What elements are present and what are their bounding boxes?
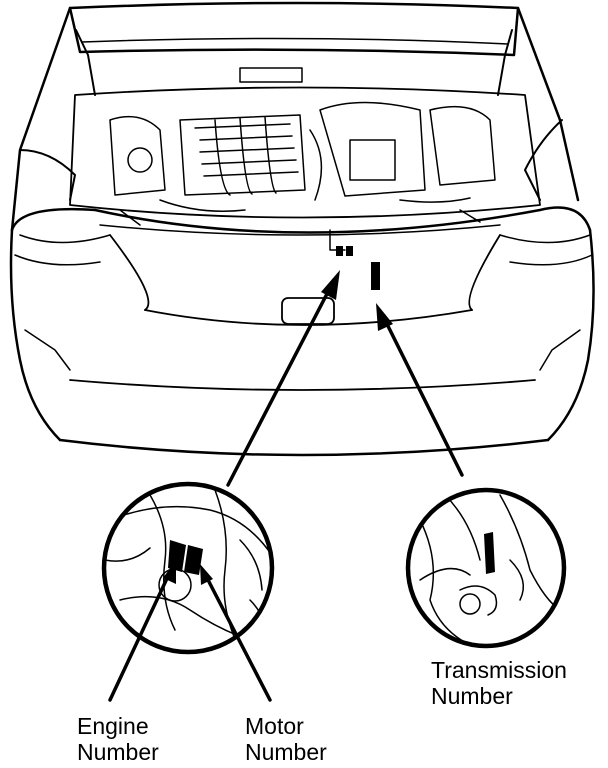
motor-number-marker xyxy=(346,246,353,256)
right-headlight xyxy=(499,234,593,266)
engine-label-line-2: Number xyxy=(77,739,159,765)
left-fog-light xyxy=(24,329,71,371)
hood-inner-edge xyxy=(81,37,509,45)
engine-bay-outline xyxy=(69,86,541,219)
bumper-right-side xyxy=(546,228,595,442)
left-fender-top xyxy=(19,149,76,201)
transmission-number-marker xyxy=(371,262,380,290)
right-inset-border xyxy=(405,487,567,649)
transmission-label-line-1: Transmission xyxy=(431,657,567,683)
grille-upper-right xyxy=(468,234,501,311)
engine-number-plate xyxy=(168,540,186,572)
left-inset-border xyxy=(101,481,275,655)
bumper-mid-line xyxy=(69,379,536,391)
motor-label-arrowhead xyxy=(200,564,213,585)
transmission-inset-arrowhead xyxy=(376,303,393,331)
engine-label-line-1: Engine xyxy=(77,713,149,739)
hood-latch-plate xyxy=(239,67,303,83)
engine-motor-detail-inset xyxy=(101,481,275,655)
grille-band xyxy=(144,309,473,326)
transmission-label-line-2: Number xyxy=(431,683,513,709)
transmission-inset-arrow-line xyxy=(383,318,464,477)
motor-label-line-2: Number xyxy=(245,739,327,765)
number-markers xyxy=(336,246,380,290)
engine-inset-arrow-line xyxy=(226,286,332,487)
pointer-arrows xyxy=(108,270,464,702)
grille-upper-left xyxy=(109,234,150,311)
motor-number-label: Motor Number xyxy=(245,713,327,765)
transmission-detail-inset xyxy=(405,487,567,649)
right-fender-top xyxy=(524,119,563,201)
transmission-number-label: Transmission Number xyxy=(431,657,567,709)
engine-number-label: Engine Number xyxy=(77,713,159,765)
bumper-top xyxy=(10,206,592,234)
right-pillar xyxy=(516,6,580,202)
transmission-number-plate xyxy=(484,532,495,574)
hood-underside xyxy=(75,29,513,96)
engine-bay-details xyxy=(99,101,501,251)
left-headlight xyxy=(14,234,111,266)
motor-label-line-1: Motor xyxy=(245,713,304,739)
raised-hood xyxy=(68,1,520,57)
motor-number-plate xyxy=(184,545,203,575)
motor-label-arrow-line xyxy=(204,574,272,702)
radiator-support xyxy=(99,224,501,236)
bumper-left-side xyxy=(9,228,62,442)
right-fog-light xyxy=(539,329,581,371)
left-pillar xyxy=(10,6,72,232)
car-body xyxy=(9,1,595,457)
engine-label-arrowhead xyxy=(163,560,176,584)
bumper-bottom xyxy=(58,438,550,457)
engine-inset-arrowhead xyxy=(321,270,340,300)
engine-label-arrow-line xyxy=(108,570,172,702)
engine-number-marker xyxy=(336,246,343,256)
license-plate-area xyxy=(281,297,335,325)
